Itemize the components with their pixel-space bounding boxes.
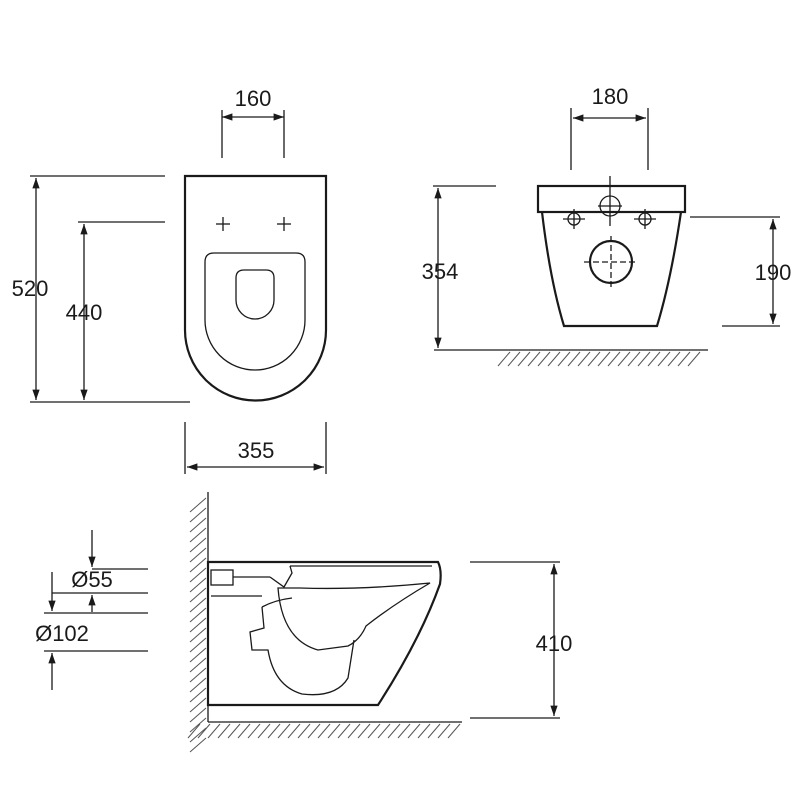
label-o102: Ø102 — [35, 621, 89, 646]
dim-355: 355 — [184, 422, 327, 474]
label-355: 355 — [238, 438, 275, 463]
bolt-left — [563, 209, 585, 229]
side-view: Ø55 Ø102 410 — [35, 492, 573, 753]
dim-440: 440 — [66, 221, 165, 400]
dim-354: 354 — [422, 185, 496, 348]
top-view-outline — [183, 174, 328, 402]
back-floor-hatch — [497, 351, 701, 367]
trap-siphon — [249, 606, 355, 696]
mount-cross-right — [277, 217, 291, 231]
dim-180: 180 — [570, 84, 649, 170]
dim-160: 160 — [221, 86, 285, 158]
label-180: 180 — [592, 84, 629, 109]
label-o55: Ø55 — [71, 567, 113, 592]
back-view: 180 — [422, 84, 792, 367]
label-440: 440 — [66, 300, 103, 325]
label-410: 410 — [536, 631, 573, 656]
dim-410: 410 — [470, 561, 573, 719]
back-body — [540, 211, 683, 328]
seat-opening — [235, 269, 275, 320]
label-354: 354 — [422, 259, 459, 284]
inlet-fitting — [598, 176, 622, 226]
mount-cross-left — [216, 217, 230, 231]
dim-o102: Ø102 — [35, 572, 148, 690]
back-top-plate — [536, 184, 687, 214]
side-body-outline — [206, 560, 442, 707]
bowl-interior — [277, 582, 431, 651]
label-190: 190 — [755, 260, 792, 285]
dim-520: 520 — [12, 175, 190, 403]
bolt-right — [634, 209, 656, 229]
label-160: 160 — [235, 86, 272, 111]
wall-hatch — [189, 497, 207, 753]
seat-inner — [204, 252, 306, 371]
dim-190: 190 — [690, 216, 792, 327]
outlet-hole — [584, 236, 638, 288]
label-520: 520 — [12, 276, 49, 301]
top-view: 160 520 440 — [12, 86, 328, 474]
inlet-pipe — [210, 569, 234, 586]
dim-o55: Ø55 — [52, 530, 148, 612]
side-floor-hatch — [187, 723, 461, 739]
